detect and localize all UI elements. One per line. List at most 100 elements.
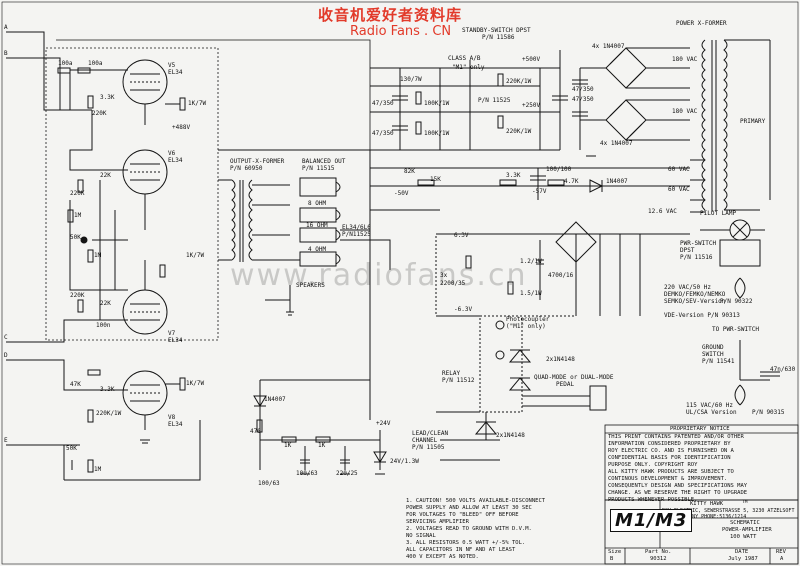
label-r-220k-4: 220K/1W <box>96 410 122 417</box>
proprietary-line: CONTINOUS DEVELOPMENT & IMPROVEMENT. <box>608 476 728 482</box>
label-r-1m-2: 1M <box>94 252 102 259</box>
tube-v6-type: EL34 <box>168 157 183 164</box>
input-d-label: D <box>4 352 8 359</box>
label-r-220k-3: 220K <box>70 292 85 299</box>
channel-label: CHANNEL <box>412 437 438 444</box>
label-r-50k: 50K <box>70 234 81 241</box>
label-r-1m: 1M <box>74 212 82 219</box>
note-line: 2. VOLTAGES READ TO GROUND WITH D.V.M. <box>406 526 532 532</box>
relay-pn: P/N 11512 <box>442 377 475 384</box>
note-line: SERVICING AMPLIFIER <box>406 519 469 525</box>
relay-label: RELAY <box>442 370 461 377</box>
label-r-1k7w-2: 1K/7W <box>186 252 205 259</box>
tube-v5 <box>122 59 168 105</box>
ground-symbols <box>140 155 596 475</box>
part-value: 90312 <box>650 556 667 562</box>
label-r-3k: 3.3K <box>100 94 115 101</box>
brand-name: KITTY HAWK <box>690 501 724 507</box>
label-r-33k: 3.3K <box>506 172 521 179</box>
ground-switch-label-2: SWITCH <box>702 351 724 358</box>
label-c-100-63-b: 100/63 <box>258 480 280 487</box>
ul-115: 115 VAC/60 Hz <box>686 402 733 409</box>
input-lines <box>6 31 92 480</box>
label-c-100-100: 100/100 <box>546 166 572 173</box>
vde-version: VDE-Version P/N 90313 <box>664 312 740 319</box>
trademark: TM <box>742 500 748 505</box>
label-r-33k-4: 3.3K <box>100 386 115 393</box>
relay-supply <box>435 221 690 317</box>
vac-126: 12.6 VAC <box>648 208 677 215</box>
size-label: Size <box>608 549 622 555</box>
label-r-130: 130/7W <box>400 76 422 83</box>
output-xformer-pn: P/N 60950 <box>230 165 263 172</box>
balanced-out-label: BALANCED OUT <box>302 158 346 165</box>
input-c-label: C <box>4 334 8 341</box>
voltage-63b: -6.3V <box>454 306 473 313</box>
label-1n4007-bias: 1N4007 <box>606 178 628 185</box>
company-country: WEST-GERMANY PHONE:5136/1214 <box>662 514 747 520</box>
tube-v7-designator: V7 <box>168 330 176 337</box>
voltage-50: -50V <box>394 190 409 197</box>
pwr-switch-pn: P/N 11516 <box>680 254 713 261</box>
label-r-220k1w: 220K/1W <box>506 78 532 85</box>
vac-60: 60 VAC <box>668 166 690 173</box>
standby-switch-pn: P/N 11586 <box>482 34 515 41</box>
tube-v8 <box>122 370 168 416</box>
voltage-63: 6.3V <box>454 232 469 239</box>
photocoupler-label: Photocoupler <box>506 316 550 323</box>
label-r-15k: 15K <box>430 176 441 183</box>
desc-schematic: SCHEMATIC <box>730 520 760 526</box>
diode-pair-label-2: 2x1N4148 <box>496 432 525 439</box>
tube-v5-type: EL34 <box>168 69 183 76</box>
label-r-1k7w-3: 1K/7W <box>186 380 205 387</box>
company-address: ROY ELECTRIC, SEWERSTRASSE 5, 3230 ATZEL… <box>662 508 795 514</box>
grid-wiring <box>57 67 201 481</box>
proprietary-line: PURPOSE ONLY. COPYRIGHT ROY <box>608 462 698 468</box>
mains-version: SEMKO/SEV-Version <box>664 298 726 305</box>
notes-block: 1. CAUTION! 500 VOLTS AVAILABLE-DISCONNE… <box>406 498 581 561</box>
desc-power-amp: POWER-AMPLIFIER <box>722 527 772 533</box>
speaker-8ohm: 8 OHM <box>308 200 327 207</box>
note-line: FOR VOLTAGES TO "BLEED" OFF BEFORE <box>406 512 519 518</box>
label-r-220k-2: 220K <box>70 190 85 197</box>
output-transformer <box>218 179 291 312</box>
tube-v6-designator: V6 <box>168 150 176 157</box>
power-xformer-label: POWER X-FORMER <box>676 20 727 27</box>
label-r-100a: 100a <box>58 60 73 67</box>
label-r-1m-3: 1M <box>94 466 102 473</box>
quad-mode-label: QUAD-MODE or DUAL-MODE <box>534 374 614 381</box>
el34-switch-label: EL34/6L6 <box>342 224 371 231</box>
rev-label: REV <box>776 549 786 555</box>
output-xformer-label: OUTPUT-X-FORMER <box>230 158 285 165</box>
to-pwr-switch: TO PWR-SWITCH <box>712 326 759 333</box>
relay-section <box>436 315 607 461</box>
standby-switch-label: STANDBY-SWITCH DPST <box>462 27 531 34</box>
label-r-1k: 1K <box>284 442 292 449</box>
ground-switch-symbol <box>734 340 780 406</box>
label-1n4007-zener: 1N4007 <box>264 396 286 403</box>
size-value: B <box>610 556 614 562</box>
speaker-16ohm: 16 OHM <box>306 222 328 229</box>
label-c-220-25: 220/25 <box>336 470 358 477</box>
label-r-220k: 220K <box>92 110 107 117</box>
proprietary-line: CONFIDENTIAL BASIS FOR IDENTIFICATION <box>608 455 731 461</box>
input-b-label: B <box>4 50 8 57</box>
note-line: POWER SUPPLY AND ALLOW AT LEAST 30 SEC <box>406 505 532 511</box>
label-zener-24v: 24V/1.3W <box>390 458 419 465</box>
label-r-1k7w: 1K/7W <box>188 100 207 107</box>
watermark-site: Radio Fans . CN <box>350 24 452 39</box>
proprietary-heading: PROPRIETARY NOTICE <box>670 426 730 432</box>
label-r-100k-2: 100K/1W <box>424 130 450 137</box>
proprietary-text: THIS PRINT CONTAINS PATENTED AND/OR OTHE… <box>608 434 796 504</box>
primary-label: PRIMARY <box>740 118 766 125</box>
label-4x1n4007: 4x 1N4007 <box>592 43 625 50</box>
watermark-center: www.radiofans.cn <box>230 258 528 293</box>
label-r-15: 1.5/1W <box>520 290 542 297</box>
proprietary-line: THIS PRINT CONTAINS PATENTED AND/OR OTHE… <box>608 434 744 440</box>
el34-switch-pn: P/N11525 <box>342 231 371 238</box>
note-line: 400 V EXCEPT AS NOTED. <box>406 554 479 560</box>
tube-v7-type: EL34 <box>168 337 183 344</box>
